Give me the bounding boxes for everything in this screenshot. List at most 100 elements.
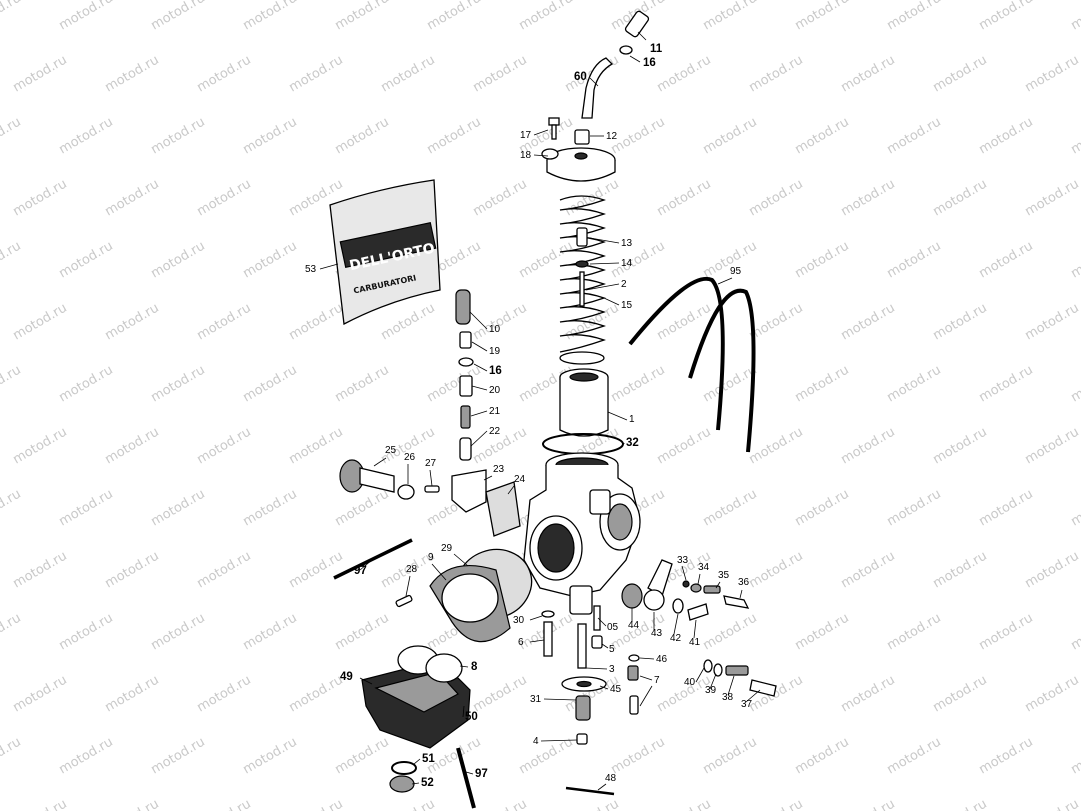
callout-label: 4 xyxy=(533,736,539,747)
watermark-text: motod.ru xyxy=(1069,0,1081,33)
watermark-text: motod.ru xyxy=(793,0,852,33)
watermark-text: motod.ru xyxy=(793,735,852,778)
watermark-text: motod.ru xyxy=(793,363,852,406)
parts-bag: DELL'ORTO CARBURATORI xyxy=(329,179,441,326)
watermark-text: motod.ru xyxy=(1069,611,1081,654)
callout-label: 30 xyxy=(513,615,525,626)
leader-line xyxy=(695,667,705,683)
float-screw-part xyxy=(395,594,413,608)
float-bowl-part xyxy=(361,645,471,749)
leader-line xyxy=(639,685,653,707)
watermark-text: motod.ru xyxy=(103,53,162,96)
watermark-text: motod.ru xyxy=(885,487,944,530)
watermark-text: motod.ru xyxy=(195,301,254,344)
watermark-text: motod.ru xyxy=(0,487,24,530)
watermark-text: motod.ru xyxy=(1069,487,1081,530)
watermark-text: motod.ru xyxy=(103,673,162,716)
watermark-text: motod.ru xyxy=(885,239,944,282)
cover-cap-part xyxy=(541,147,616,182)
watermark-text: motod.ru xyxy=(701,735,760,778)
watermark-text: motod.ru xyxy=(885,611,944,654)
leader-line xyxy=(585,283,620,291)
callout-12: 12 xyxy=(590,131,618,142)
leader-line xyxy=(429,469,433,487)
callout-label: 36 xyxy=(738,577,750,588)
leader-line xyxy=(405,575,411,597)
callout-2: 2 xyxy=(585,279,627,291)
leader-line xyxy=(470,430,488,447)
leader-line xyxy=(473,363,488,372)
callout-95: 95 xyxy=(717,266,742,285)
watermark-text: motod.ru xyxy=(195,673,254,716)
callout-label: 27 xyxy=(425,458,437,469)
callout-31: 31 xyxy=(530,694,577,705)
callout-39: 39 xyxy=(705,673,717,696)
watermark-text: motod.ru xyxy=(793,487,852,530)
watermark-text: motod.ru xyxy=(839,549,898,592)
callout-label: 20 xyxy=(489,385,501,396)
callout-label: 26 xyxy=(404,452,416,463)
watermark-text: motod.ru xyxy=(195,549,254,592)
callout-46: 46 xyxy=(639,654,668,665)
leader-line xyxy=(465,771,474,775)
callout-6: 6 xyxy=(518,637,545,648)
callout-38: 38 xyxy=(722,675,735,703)
leader-line xyxy=(359,677,373,685)
leader-line xyxy=(715,581,721,589)
watermark-text: motod.ru xyxy=(517,239,576,282)
callout-19: 19 xyxy=(471,341,501,357)
watermark-text: motod.ru xyxy=(425,0,484,33)
callout-label: 2 xyxy=(621,279,627,290)
watermark-text: motod.ru xyxy=(563,797,622,811)
watermark-text: motod.ru xyxy=(977,0,1036,33)
watermark-text: motod.ru xyxy=(149,115,208,158)
watermark-text: motod.ru xyxy=(1069,363,1081,406)
watermark-text: motod.ru xyxy=(287,549,346,592)
watermark-text: motod.ru xyxy=(11,177,70,220)
watermark-text: motod.ru xyxy=(471,673,530,716)
watermark-text: motod.ru xyxy=(0,735,24,778)
watermark-text: motod.ru xyxy=(103,301,162,344)
callout-label: 29 xyxy=(441,543,453,554)
callout-4: 4 xyxy=(533,736,578,747)
watermark-text: motod.ru xyxy=(149,363,208,406)
watermark-text: motod.ru xyxy=(57,239,116,282)
watermark-text: motod.ru xyxy=(57,735,116,778)
carburetor-body-part xyxy=(523,452,641,615)
callout-label: 46 xyxy=(656,654,668,665)
breather-tube-part xyxy=(333,538,413,580)
callout-label: 7 xyxy=(654,675,660,686)
watermark-text: motod.ru xyxy=(195,53,254,96)
callout-label: 1 xyxy=(629,414,635,425)
watermark-text: motod.ru xyxy=(103,177,162,220)
leader-line xyxy=(597,617,607,627)
callout-label: 14 xyxy=(621,258,633,269)
callout-label: 18 xyxy=(520,150,532,161)
watermark-text: motod.ru xyxy=(793,115,852,158)
callout-label: 21 xyxy=(489,406,501,417)
callout-label: 53 xyxy=(305,264,317,275)
watermark-text: motod.ru xyxy=(11,673,70,716)
watermark-text: motod.ru xyxy=(839,425,898,468)
watermark-text: motod.ru xyxy=(149,487,208,530)
callout-49: 49 xyxy=(340,671,373,685)
watermark-text: motod.ru xyxy=(471,53,530,96)
leader-line xyxy=(411,782,420,785)
watermark-text: motod.ru xyxy=(379,797,438,811)
idle-adjust-parts xyxy=(703,659,777,697)
callout-label: 45 xyxy=(610,684,622,695)
leader-line xyxy=(639,657,655,660)
callout-9: 9 xyxy=(428,552,447,581)
watermark-text: motod.ru xyxy=(0,115,24,158)
watermark-text: motod.ru xyxy=(839,301,898,344)
watermark-text: motod.ru xyxy=(103,425,162,468)
callout-label: 6 xyxy=(518,637,524,648)
watermark-text: motod.ru xyxy=(839,673,898,716)
callout-52: 52 xyxy=(411,777,434,789)
overflow-tube-part xyxy=(456,747,476,809)
watermark-text: motod.ru xyxy=(931,301,990,344)
callout-label: 28 xyxy=(406,564,418,575)
callout-label: 32 xyxy=(626,437,639,449)
drain-plug-part xyxy=(389,775,415,793)
